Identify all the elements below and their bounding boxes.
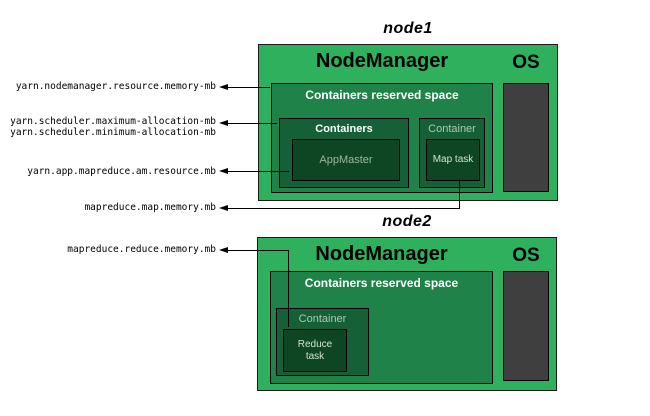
node2-nodemanager-label: NodeManager: [315, 243, 448, 265]
arrowhead-icon: [219, 205, 228, 211]
node2-os-box: [503, 271, 549, 381]
arrowhead-icon: [219, 168, 228, 174]
label-yarn-app-mapreduce-am-resource-mb: yarn.app.mapreduce.am.resource.mb: [27, 166, 216, 177]
connector-am-resource: [227, 171, 289, 172]
node1-containers-label: Containers: [315, 123, 373, 135]
label-yarn-scheduler-maximum-allocation-mb: yarn.scheduler.maximum-allocation-mb: [10, 116, 216, 127]
connector-map-memory-vertical: [459, 179, 460, 208]
node2-reduce-task-label: Reduce task: [297, 338, 333, 362]
arrowhead-icon: [219, 84, 228, 90]
arrowhead-icon: [219, 120, 228, 126]
node1-container-box: Container Map task: [419, 118, 485, 188]
node2-container-label: Container: [298, 313, 347, 325]
label-mapreduce-map-memory-mb: mapreduce.map.memory.mb: [84, 202, 216, 213]
node1-containers-box: Containers AppMaster: [279, 118, 409, 188]
connector-reduce-memory-vertical: [288, 250, 289, 327]
node1-containers-reserved-space-box: Containers reserved space Containers App…: [271, 83, 493, 193]
node1-nodemanager-label: NodeManager: [315, 50, 449, 72]
arrowhead-icon: [219, 247, 228, 253]
connector-reduce-memory-horizontal: [227, 250, 288, 251]
node2-reserved-space-label: Containers reserved space: [304, 276, 459, 290]
node1-os-box: [503, 83, 549, 192]
node2-container-box: Container Reduce task: [276, 308, 369, 376]
node1-map-task-label: Map task: [432, 154, 474, 165]
node1-os-label: OS: [512, 52, 540, 73]
node1-reserved-space-label: Containers reserved space: [305, 88, 459, 102]
label-yarn-nodemanager-resource-memory-mb: yarn.nodemanager.resource.memory-mb: [15, 81, 216, 92]
node1-appmaster-label: AppMaster: [319, 154, 373, 166]
node2-os-label: OS: [512, 245, 540, 266]
node1-appmaster-box: AppMaster: [292, 139, 400, 181]
node1-map-task-box: Map task: [426, 139, 480, 181]
node1-title: node1: [383, 20, 433, 37]
label-yarn-scheduler-minimum-allocation-mb: yarn.scheduler.minimum-allocation-mb: [10, 127, 216, 138]
connector-nodemanager-resource: [227, 87, 270, 88]
node2-box: NodeManager OS Containers reserved space…: [257, 237, 557, 391]
node2-reduce-task-box: Reduce task: [283, 329, 347, 372]
connector-scheduler-allocation: [227, 123, 277, 124]
node2-containers-reserved-space-box: Containers reserved space Container Redu…: [270, 271, 493, 384]
label-mapreduce-reduce-memory-mb: mapreduce.reduce.memory.mb: [67, 244, 216, 255]
node2-title: node2: [382, 213, 432, 230]
node1-container-label: Container: [428, 123, 476, 135]
node1-box: NodeManager OS Containers reserved space…: [258, 44, 558, 201]
connector-map-memory-horizontal: [227, 208, 460, 209]
